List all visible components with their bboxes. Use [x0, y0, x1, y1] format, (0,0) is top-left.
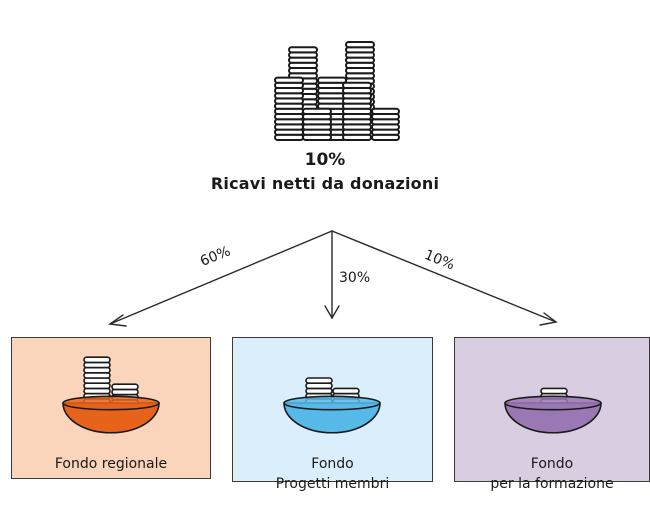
fund-label-regional: Fondo regionale: [54, 456, 168, 472]
fund-label-training-line1: Fondo: [530, 456, 574, 472]
arrowhead-right: [539, 312, 558, 326]
source-percent: 10%: [304, 150, 346, 170]
split-percent-center: 30%: [339, 270, 371, 286]
arrowhead-down: [324, 305, 340, 320]
coin-stacks-icon: [274, 41, 400, 142]
fund-label-training-line2: per la formazione: [490, 476, 614, 492]
bowl-member-projects-icon: [283, 377, 381, 434]
fund-label-member-projects-line1: Fondo: [311, 456, 354, 472]
fund-box-training: Fondo per la formazione: [454, 337, 650, 492]
split-arrows: [108, 230, 558, 327]
arrowhead-left: [108, 314, 127, 327]
fund-label-member-projects-line2: Progetti membri: [275, 476, 390, 492]
source-label: Ricavi netti da donazioni: [210, 174, 440, 193]
bowl-training-icon: [504, 387, 602, 434]
bowl-regional-icon: [62, 356, 160, 434]
arrow-right: [331, 230, 557, 323]
fund-box-member-projects: Fondo Progetti membri: [232, 337, 433, 492]
fund-box-regional: Fondo regionale: [11, 337, 211, 479]
arrow-left: [109, 230, 333, 325]
